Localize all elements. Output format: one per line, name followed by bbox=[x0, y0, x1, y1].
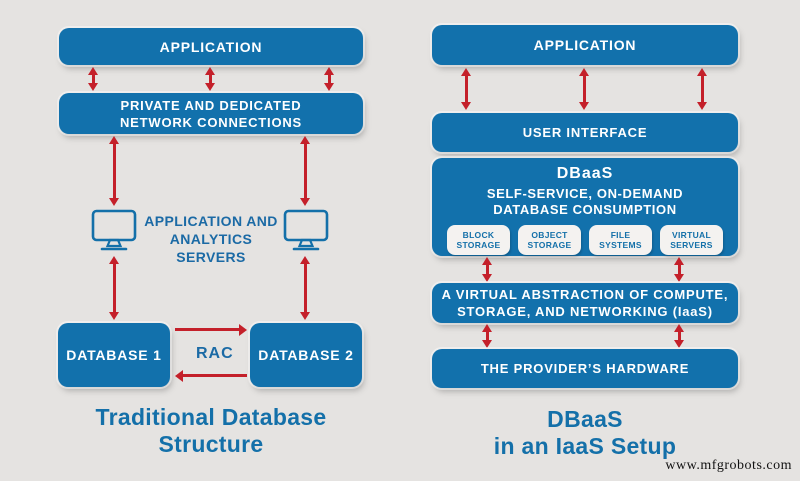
dbaas-services-row: BLOCK STORAGE OBJECT STORAGE FILE SYSTEM… bbox=[447, 225, 723, 255]
service-label: BLOCK STORAGE bbox=[456, 230, 501, 250]
provider-hardware-label: THE PROVIDER’S HARDWARE bbox=[480, 361, 690, 376]
double-arrow-icon bbox=[324, 67, 334, 91]
network-connections-label: PRIVATE AND DEDICATED NETWORK CONNECTION… bbox=[119, 97, 303, 130]
right-title-line2: in an IaaS Setup bbox=[493, 433, 677, 459]
double-arrow-icon bbox=[205, 67, 215, 91]
provider-hardware-box: THE PROVIDER’S HARDWARE bbox=[432, 349, 738, 388]
database1-box: DATABASE 1 bbox=[58, 323, 170, 387]
double-arrow-icon bbox=[482, 257, 492, 282]
database2-label: DATABASE 2 bbox=[258, 347, 354, 363]
right-title-line1: DBaaS bbox=[547, 406, 623, 432]
dbaas-subtitle-line2: DATABASE CONSUMPTION bbox=[493, 202, 677, 217]
arrow-left-icon bbox=[175, 369, 247, 382]
service-file-systems: FILE SYSTEMS bbox=[589, 225, 652, 255]
dbaas-subtitle-line1: SELF-SERVICE, ON-DEMAND bbox=[486, 186, 684, 201]
double-arrow-icon bbox=[300, 136, 310, 206]
monitor-icon bbox=[91, 208, 137, 257]
rac-label: RAC bbox=[196, 345, 234, 362]
double-arrow-icon bbox=[300, 256, 310, 320]
double-arrow-icon bbox=[109, 136, 119, 206]
double-arrow-icon bbox=[674, 324, 684, 348]
service-object-storage: OBJECT STORAGE bbox=[518, 225, 581, 255]
servers-label: APPLICATION AND ANALYTICS SERVERS bbox=[144, 213, 278, 265]
double-arrow-icon bbox=[674, 257, 684, 282]
double-arrow-icon bbox=[482, 324, 492, 348]
double-arrow-icon bbox=[579, 68, 589, 110]
iaas-abstraction-box: A VIRTUAL ABSTRACTION OF COMPUTE, STORAG… bbox=[432, 283, 738, 323]
iaas-abstraction-label: A VIRTUAL ABSTRACTION OF COMPUTE, STORAG… bbox=[441, 287, 729, 319]
arrow-right-icon bbox=[175, 323, 247, 336]
database1-label: DATABASE 1 bbox=[66, 347, 162, 363]
double-arrow-icon bbox=[697, 68, 707, 110]
double-arrow-icon bbox=[88, 67, 98, 91]
double-arrow-icon bbox=[461, 68, 471, 110]
dbaas-box: DBaaS SELF-SERVICE, ON-DEMAND DATABASE C… bbox=[432, 158, 738, 256]
right-application-box: APPLICATION bbox=[432, 25, 738, 65]
left-application-label: APPLICATION bbox=[159, 38, 263, 55]
left-application-box: APPLICATION bbox=[59, 28, 363, 65]
left-title-line1: Traditional Database bbox=[95, 404, 327, 430]
user-interface-label: USER INTERFACE bbox=[522, 125, 648, 140]
network-connections-box: PRIVATE AND DEDICATED NETWORK CONNECTION… bbox=[59, 93, 363, 134]
service-label: VIRTUAL SERVERS bbox=[670, 230, 713, 250]
monitor-icon bbox=[283, 208, 329, 257]
right-diagram-title: DBaaS in an IaaS Setup bbox=[435, 406, 735, 460]
user-interface-box: USER INTERFACE bbox=[432, 113, 738, 152]
service-block-storage: BLOCK STORAGE bbox=[447, 225, 510, 255]
dbaas-title: DBaaS bbox=[556, 165, 614, 182]
right-application-label: APPLICATION bbox=[533, 37, 637, 53]
database2-box: DATABASE 2 bbox=[250, 323, 362, 387]
watermark: www.mfgrobots.com bbox=[665, 458, 792, 473]
service-label: OBJECT STORAGE bbox=[527, 230, 572, 250]
double-arrow-icon bbox=[109, 256, 119, 320]
service-label: FILE SYSTEMS bbox=[599, 230, 642, 250]
left-diagram-title: Traditional Database Structure bbox=[41, 404, 381, 458]
left-title-line2: Structure bbox=[158, 431, 264, 457]
service-virtual-servers: VIRTUAL SERVERS bbox=[660, 225, 723, 255]
